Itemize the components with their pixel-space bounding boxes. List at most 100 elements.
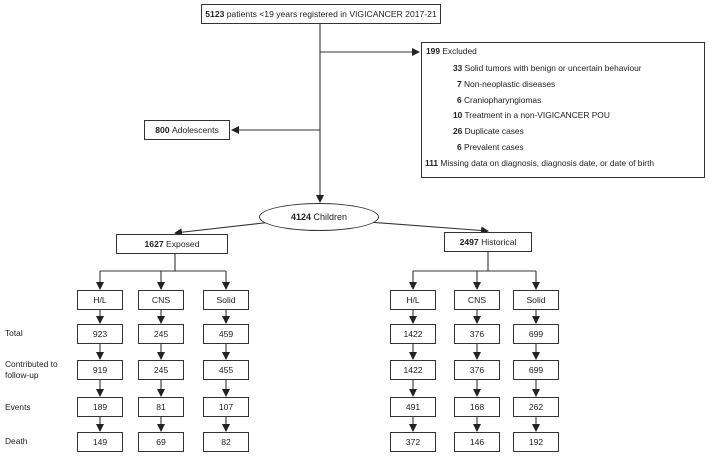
group-name-box: CNS: [454, 290, 500, 310]
excluded-item-text: Craniopharyngiomas: [461, 95, 542, 105]
group-death-box: 372: [390, 432, 436, 452]
group-total-value: 1422: [403, 329, 423, 339]
group-contributed-box: 1422: [390, 360, 436, 380]
excluded-item-count: 6: [457, 95, 462, 105]
group-death-box: 82: [203, 432, 249, 452]
group-events-box: 262: [513, 397, 559, 417]
children-text: Children: [313, 212, 348, 222]
excluded-item-count: 10: [453, 110, 463, 120]
group-contributed-value: 245: [153, 365, 169, 375]
group-death-value: 192: [528, 437, 544, 447]
excluded-box: 199 Excluded 33 Solid tumors with benign…: [421, 42, 705, 178]
row-label-contributed-1: Contributed to: [5, 359, 58, 369]
excluded-item-text: Solid tumors with benign or uncertain be…: [462, 63, 642, 73]
row-label-death: Death: [5, 436, 28, 446]
group-name-box: Solid: [203, 290, 249, 310]
excluded-label: Excluded: [442, 46, 477, 56]
children-count: 4124: [290, 212, 311, 222]
excluded-count: 199: [426, 46, 440, 56]
group-death-box: 149: [77, 432, 123, 452]
group-events-value: 189: [92, 402, 108, 412]
exposed-text: Exposed: [166, 239, 200, 249]
group-events-box: 107: [203, 397, 249, 417]
historical-text: Historical: [481, 237, 517, 247]
group-events-value: 168: [469, 402, 485, 412]
excluded-item-text: Treatment in a non-VIGICANCER POU: [462, 110, 610, 120]
group-total-box: 376: [454, 324, 500, 344]
excluded-item-count: 7: [457, 79, 462, 89]
historical-count: 2497: [459, 237, 479, 247]
group-name-box: H/L: [390, 290, 436, 310]
registered-text: patients <19 years registered in VIGICAN…: [226, 9, 437, 19]
group-total-box: 699: [513, 324, 559, 344]
group-contributed-value: 699: [528, 365, 544, 375]
group-name: H/L: [406, 295, 420, 305]
group-name: CNS: [467, 295, 487, 305]
registered-count: 5123: [205, 9, 225, 19]
group-contributed-value: 919: [92, 365, 108, 375]
children-node: 4124 Children: [259, 203, 379, 231]
group-total-value: 459: [218, 329, 234, 339]
group-events-value: 262: [528, 402, 544, 412]
excluded-item-count: 26: [453, 126, 463, 136]
group-death-box: 69: [138, 432, 184, 452]
excluded-item: 6 Prevalent cases: [457, 142, 524, 152]
registered-patients-box: 5123 patients <19 years registered in VI…: [201, 4, 441, 24]
group-events-value: 107: [218, 402, 234, 412]
group-death-value: 372: [405, 437, 421, 447]
group-total-value: 245: [153, 329, 169, 339]
group-death-box: 146: [454, 432, 500, 452]
group-name: H/L: [93, 295, 107, 305]
excluded-item-count: 6: [457, 142, 462, 152]
excluded-item-text: Prevalent cases: [461, 142, 524, 152]
group-contributed-box: 699: [513, 360, 559, 380]
group-total-box: 459: [203, 324, 249, 344]
group-name: Solid: [216, 295, 236, 305]
group-name-box: CNS: [138, 290, 184, 310]
group-contributed-value: 376: [469, 365, 485, 375]
group-total-box: 245: [138, 324, 184, 344]
excluded-item-text: Duplicate cases: [462, 126, 524, 136]
excluded-item-count: 33: [453, 63, 463, 73]
group-events-box: 189: [77, 397, 123, 417]
row-label-contributed-2: follow-up: [5, 370, 39, 380]
group-death-value: 69: [156, 437, 166, 447]
excluded-item-count: 111: [425, 158, 439, 168]
group-total-value: 376: [469, 329, 485, 339]
group-total-value: 923: [92, 329, 108, 339]
excluded-item: 6 Craniopharyngiomas: [457, 95, 541, 105]
group-name: Solid: [526, 295, 546, 305]
excluded-item: 111 Missing data on diagnosis, diagnosis…: [425, 158, 654, 168]
row-label-events: Events: [5, 402, 31, 412]
adolescents-count: 800: [155, 125, 170, 135]
group-name-box: Solid: [513, 290, 559, 310]
excluded-item-text: Non-neoplastic diseases: [461, 79, 556, 89]
excluded-item: 26 Duplicate cases: [453, 126, 524, 136]
exposed-box: 1627 Exposed: [116, 234, 228, 254]
excluded-item-text: Missing data on diagnosis, diagnosis dat…: [438, 158, 655, 168]
group-name-box: H/L: [77, 290, 123, 310]
adolescents-box: 800 Adolescents: [144, 120, 230, 140]
excluded-item: 33 Solid tumors with benign or uncertain…: [453, 63, 642, 73]
group-contributed-box: 376: [454, 360, 500, 380]
group-events-box: 81: [138, 397, 184, 417]
group-contributed-box: 919: [77, 360, 123, 380]
exposed-count: 1627: [144, 239, 164, 249]
group-total-value: 699: [528, 329, 544, 339]
group-total-box: 1422: [390, 324, 436, 344]
historical-box: 2497 Historical: [444, 232, 532, 252]
excluded-item: 7 Non-neoplastic diseases: [457, 79, 555, 89]
group-contributed-value: 455: [218, 365, 234, 375]
adolescents-text: Adolescents: [171, 125, 219, 135]
group-events-box: 168: [454, 397, 500, 417]
connector-line: [174, 221, 273, 237]
group-death-value: 146: [469, 437, 485, 447]
group-contributed-value: 1422: [403, 365, 423, 375]
group-death-box: 192: [513, 432, 559, 452]
group-events-box: 491: [390, 397, 436, 417]
group-contributed-box: 245: [138, 360, 184, 380]
group-events-value: 81: [156, 402, 166, 412]
connector-line: [367, 221, 489, 235]
excluded-item: 10 Treatment in a non-VIGICANCER POU: [453, 110, 610, 120]
